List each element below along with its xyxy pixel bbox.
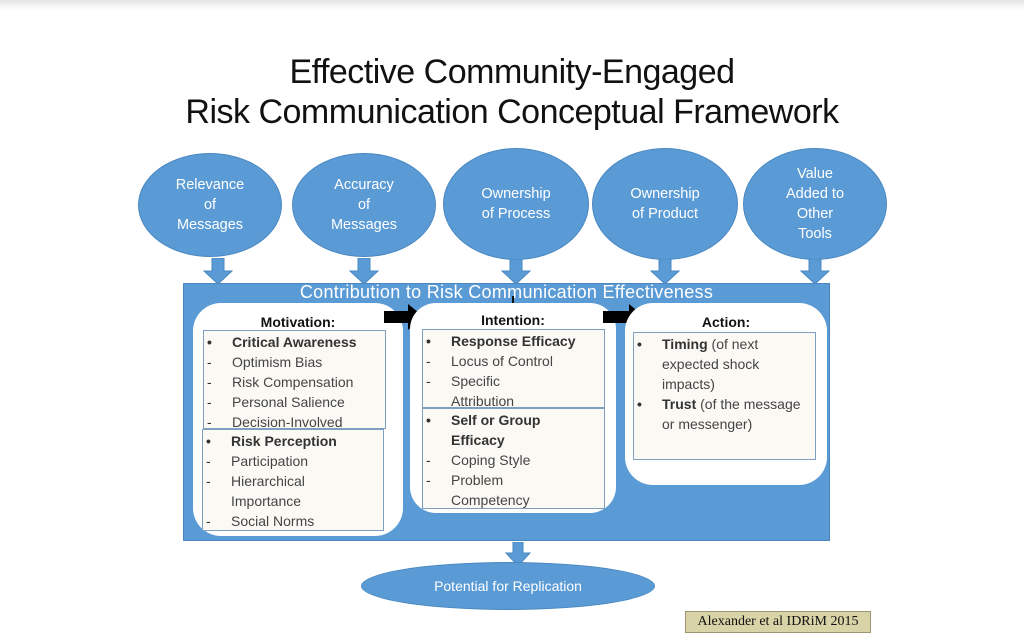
list-item-text: Locus of Control xyxy=(451,353,553,369)
bullet-marker: • xyxy=(637,336,642,352)
motivation-group-critical-awareness: • Critical Awareness - Optimism Bias - Risk… xyxy=(203,330,386,432)
list-item: - Locus of Control xyxy=(423,351,604,371)
bullet-marker: • xyxy=(637,396,642,412)
list-item-text: Coping Style xyxy=(451,452,531,468)
motivation-heading: Motivation: xyxy=(260,314,336,330)
input-ownership-of-process: Ownership of Process xyxy=(443,148,589,260)
panel-title: Contribution to Risk Communication Effec… xyxy=(299,282,714,302)
list-item: • Risk Perception xyxy=(203,431,383,451)
list-item-text: Specific Attribution xyxy=(451,373,515,409)
down-arrow-icon xyxy=(203,258,233,284)
bullet-marker: • xyxy=(426,412,431,428)
list-item-text: Personal Salience xyxy=(232,394,345,410)
input-label: Value Added to Other Tools xyxy=(785,166,845,242)
input-accuracy-of-messages: Accuracy of Messages xyxy=(292,153,436,257)
list-item-text: Risk Compensation xyxy=(232,374,354,390)
down-arrow-icon xyxy=(650,259,680,284)
output-potential-for-replication: Potential for Replication xyxy=(361,562,655,610)
dash-marker: - xyxy=(206,473,211,489)
list-item: • Timing (of next expected shock impacts) xyxy=(634,334,815,394)
intention-group-self-or-group-efficacy: • Self or Group Efficacy - Coping Style - P… xyxy=(422,408,605,509)
list-item-bold-text: Trust xyxy=(662,396,697,412)
bullet-marker: • xyxy=(207,334,212,350)
top-shadow xyxy=(0,0,1024,10)
list-item-text: Optimism Bias xyxy=(232,354,323,370)
list-item-text: Response Efficacy xyxy=(451,333,576,349)
dash-marker: - xyxy=(206,453,211,469)
bullet-marker: • xyxy=(206,433,211,449)
down-arrow-icon xyxy=(505,542,531,566)
dash-marker: - xyxy=(426,452,431,468)
list-item: - Problem Competency xyxy=(423,470,604,510)
down-arrow-icon xyxy=(501,259,531,284)
list-item-text: Hierarchical Importance xyxy=(231,473,305,509)
list-item: - Risk Compensation xyxy=(204,372,385,392)
motivation-group-risk-perception: • Risk Perception - Participation - Hierarc… xyxy=(202,429,384,531)
list-item-text: Risk Perception xyxy=(231,433,337,449)
list-item: • Trust (of the message or messenger) xyxy=(634,394,815,434)
list-item: • Self or Group Efficacy xyxy=(423,410,604,450)
input-label: Ownership of Product xyxy=(630,186,700,222)
dash-marker: - xyxy=(206,513,211,529)
dash-marker: - xyxy=(426,472,431,488)
list-item: - Social Norms xyxy=(203,511,383,531)
list-item: - Participation xyxy=(203,451,383,471)
down-arrow-icon xyxy=(349,258,379,284)
dash-marker: - xyxy=(207,354,212,370)
citation-label: Alexander et al IDRiM 2015 xyxy=(685,611,871,633)
list-item-text: Problem Competency xyxy=(451,472,530,508)
list-item-text: Self or Group Efficacy xyxy=(451,412,541,448)
action-heading: Action: xyxy=(701,314,751,330)
list-item: - Specific Attribution xyxy=(423,371,604,411)
dash-marker: - xyxy=(426,373,431,389)
down-arrow-icon xyxy=(800,259,830,284)
input-relevance-of-messages: Relevance of Messages xyxy=(138,153,282,257)
input-label: Relevance of Messages xyxy=(175,177,245,233)
intention-heading: Intention: xyxy=(481,312,545,328)
dash-marker: - xyxy=(426,353,431,369)
list-item: - Personal Salience xyxy=(204,392,385,412)
list-item: • Response Efficacy xyxy=(423,331,604,351)
list-item-text: Social Norms xyxy=(231,513,315,529)
dash-marker: - xyxy=(207,374,212,390)
list-item: - Optimism Bias xyxy=(204,352,385,372)
action-list: • Timing (of next expected shock impacts)… xyxy=(633,332,816,460)
dash-marker: - xyxy=(207,394,212,410)
page-title: Effective Community-Engaged Risk Communi… xyxy=(0,52,1024,132)
input-ownership-of-product: Ownership of Product xyxy=(592,148,738,260)
list-item-text: Decision-Involved xyxy=(232,414,343,430)
list-item-text: (of the message or messenger) xyxy=(662,396,801,432)
list-item: - Decision-Involved xyxy=(204,412,385,432)
list-item-text: (of next expected shock impacts) xyxy=(662,336,760,392)
input-label: Accuracy of Messages xyxy=(330,177,398,233)
output-label: Potential for Replication xyxy=(434,578,582,594)
list-item-bold-text: Timing xyxy=(662,336,708,352)
dash-marker: - xyxy=(207,414,212,430)
intention-group-response-efficacy: • Response Efficacy - Locus of Control - Sp… xyxy=(422,329,605,411)
title-line-2: Risk Communication Conceptual Framework xyxy=(185,93,839,131)
bullet-marker: • xyxy=(426,333,431,349)
list-item: - Coping Style xyxy=(423,450,604,470)
list-item: • Critical Awareness xyxy=(204,332,385,352)
title-line-1: Effective Community-Engaged xyxy=(289,53,735,91)
input-label: Ownership of Process xyxy=(481,186,551,222)
list-item: - Hierarchical Importance xyxy=(203,471,383,511)
list-item-text: Participation xyxy=(231,453,309,469)
panel-tick-mark xyxy=(512,296,514,304)
input-value-added-to-other-tools: Value Added to Other Tools xyxy=(743,148,887,260)
list-item-text: Critical Awareness xyxy=(232,334,357,350)
